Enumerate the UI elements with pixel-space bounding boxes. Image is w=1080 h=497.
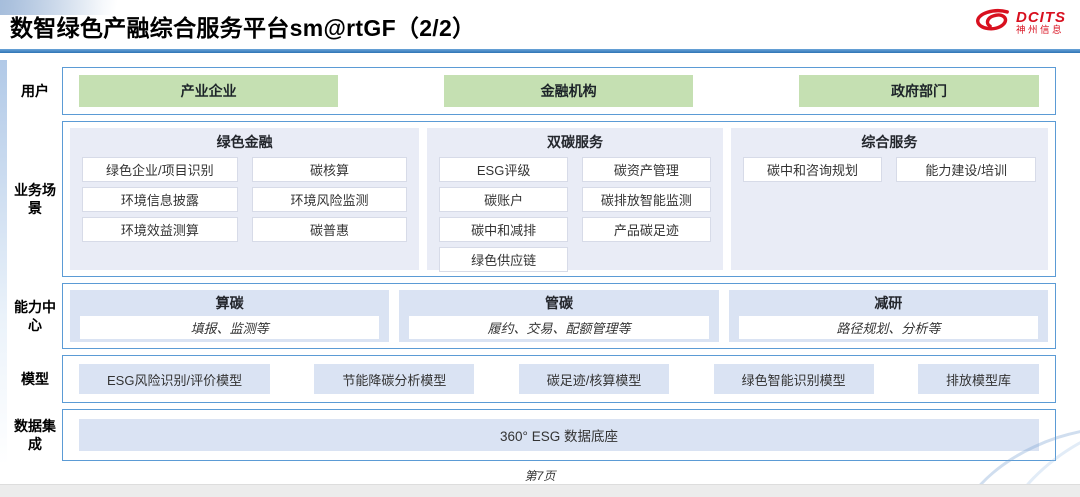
scenario-item: 环境效益测算 [82,217,238,242]
title-underline [0,49,1080,53]
left-gradient-strip [0,60,7,465]
capability-title: 管碳 [544,295,573,311]
scenario-item: 碳账户 [439,187,568,212]
scenario-item: ESG评级 [439,157,568,182]
scenario-column-green-finance: 绿色金融 绿色企业/项目识别 碳核算 环境信息披露 环境风险监测 环境效益测算 … [70,128,420,270]
layer-users: 用户 产业企业 金融机构 政府部门 [8,67,1056,115]
scenario-grid: 碳中和咨询规划 能力建设/培训 [731,155,1048,188]
model-item: 节能降碳分析模型 [314,364,475,394]
scenario-item: 碳排放智能监测 [581,187,711,212]
scenario-item: 能力建设/培训 [896,157,1037,182]
capability-desc: 履约、交易、配额管理等 [409,316,709,339]
scenario-item: 产品碳足迹 [581,217,711,242]
scenario-item: 环境风险监测 [251,187,408,212]
scenario-item: 碳资产管理 [581,157,711,182]
scenario-grid: ESG评级 碳资产管理 碳账户 碳排放智能监测 碳中和减排 产品碳足迹 绿色供应… [427,155,722,278]
scenario-item: 碳核算 [251,157,408,182]
capability-desc: 路径规划、分析等 [738,316,1038,339]
model-item: ESG风险识别/评价模型 [79,364,271,394]
model-item: 绿色智能识别模型 [713,364,874,394]
scenario-column-title: 双碳服务 [546,134,603,150]
layer-users-box: 产业企业 金融机构 政府部门 [62,67,1056,115]
scenario-item: 碳普惠 [251,217,408,242]
scenario-item: 环境信息披露 [82,187,238,212]
layer-scenarios-box: 绿色金融 绿色企业/项目识别 碳核算 环境信息披露 环境风险监测 环境效益测算 … [62,121,1056,277]
layer-scenarios: 业务场景 绿色金融 绿色企业/项目识别 碳核算 环境信息披露 环境风险监测 环境… [8,121,1056,277]
layer-users-label: 用户 [21,82,49,99]
layer-models-label: 模型 [21,370,49,387]
layer-capabilities: 能力中心 算碳 填报、监测等 管碳 履约、交易、配额管理等 减研 路径规划、分析… [8,283,1056,349]
layer-capabilities-box: 算碳 填报、监测等 管碳 履约、交易、配额管理等 减研 路径规划、分析等 [62,283,1056,349]
scenario-item: 绿色企业/项目识别 [82,157,238,182]
scenario-item: 碳中和咨询规划 [742,157,883,182]
page-title: 数智绿色产融综合服务平台sm@rtGF（2/2） [10,15,476,41]
logo-name: DCITS [1016,9,1066,27]
scenario-column-title: 绿色金融 [216,134,273,150]
capability-title: 算碳 [215,295,244,311]
scenario-column-title: 综合服务 [861,134,918,150]
scenario-grid: 绿色企业/项目识别 碳核算 环境信息披露 环境风险监测 环境效益测算 碳普惠 [70,155,419,248]
model-item: 排放模型库 [917,364,1039,394]
scenario-column-comprehensive: 综合服务 碳中和咨询规划 能力建设/培训 [730,128,1049,270]
layer-scenarios-label: 业务场景 [14,181,56,216]
user-box-finance: 金融机构 [443,75,694,107]
capability-manage-carbon: 管碳 履约、交易、配额管理等 [399,290,719,342]
data-foundation-item: 360° ESG 数据底座 [79,419,1039,451]
model-item: 碳足迹/核算模型 [518,364,670,394]
layer-data-integration-label: 数据集成 [14,417,56,452]
user-box-industry: 产业企业 [79,75,339,107]
scenario-column-dual-carbon: 双碳服务 ESG评级 碳资产管理 碳账户 碳排放智能监测 碳中和减排 产品碳足迹… [427,128,723,272]
page-number: 第7页 [524,469,556,483]
bottom-bar [0,484,1080,497]
layer-data-integration: 数据集成 360° ESG 数据底座 [8,409,1056,461]
architecture-diagram: 用户 产业企业 金融机构 政府部门 业务场景 绿色金融 绿色企业/项目识别 碳核… [8,67,1056,467]
capability-desc: 填报、监测等 [80,316,380,339]
top-left-swoosh-decoration [0,0,260,15]
layer-models-box: ESG风险识别/评价模型 节能降碳分析模型 碳足迹/核算模型 绿色智能识别模型 … [62,355,1056,403]
layer-data-integration-box: 360° ESG 数据底座 [62,409,1056,461]
layer-models: 模型 ESG风险识别/评价模型 节能降碳分析模型 碳足迹/核算模型 绿色智能识别… [8,355,1056,403]
capability-calc-carbon: 算碳 填报、监测等 [70,290,390,342]
dcits-swirl-icon [973,7,1011,39]
scenario-item: 绿色供应链 [439,247,568,272]
user-box-government: 政府部门 [799,75,1039,107]
capability-reduction-research: 减研 路径规划、分析等 [728,290,1048,342]
scenario-item: 碳中和减排 [439,217,568,242]
layer-capabilities-label: 能力中心 [14,298,56,333]
dcits-logo: DCITS 神州信息 [973,7,1066,39]
capability-title: 减研 [874,295,903,311]
logo-subtitle: 神州信息 [1016,24,1065,36]
